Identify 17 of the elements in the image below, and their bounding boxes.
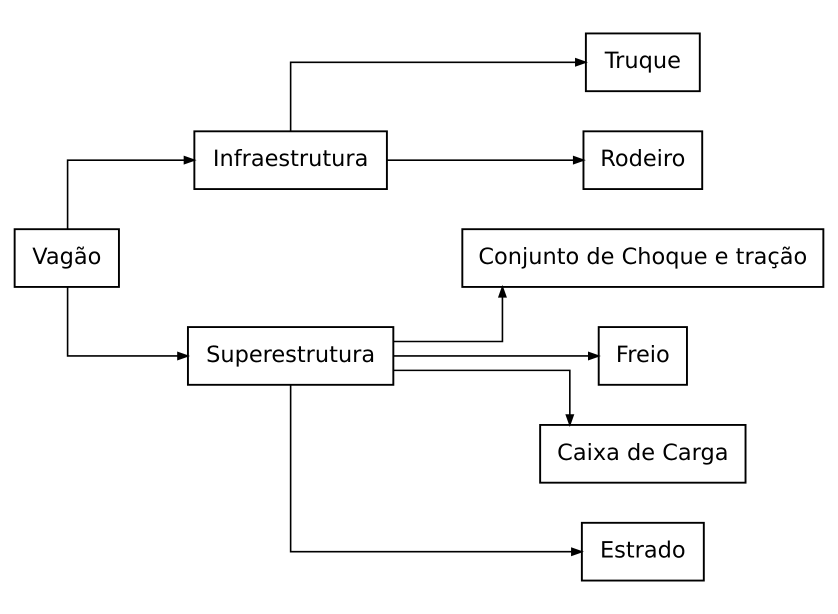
node-box: Conjunto de Choque e tração [461, 228, 824, 288]
arrow [66, 156, 197, 229]
arrow [290, 384, 584, 556]
node-box: Vagão [14, 228, 120, 288]
arrow [387, 156, 586, 165]
node-box: Caixa de Carga [539, 424, 746, 484]
node-box: Estrado [580, 522, 705, 582]
arrow [66, 287, 190, 360]
arrow [394, 370, 574, 428]
arrow [393, 351, 601, 360]
arrow [393, 284, 507, 342]
node-box: Freio [598, 326, 688, 386]
arrow [290, 58, 588, 131]
node-box: Superestrutura [186, 326, 394, 386]
node-box: Truque [584, 32, 701, 92]
node-box: Infraestrutura [193, 130, 388, 190]
node-box: Rodeiro [582, 130, 704, 190]
